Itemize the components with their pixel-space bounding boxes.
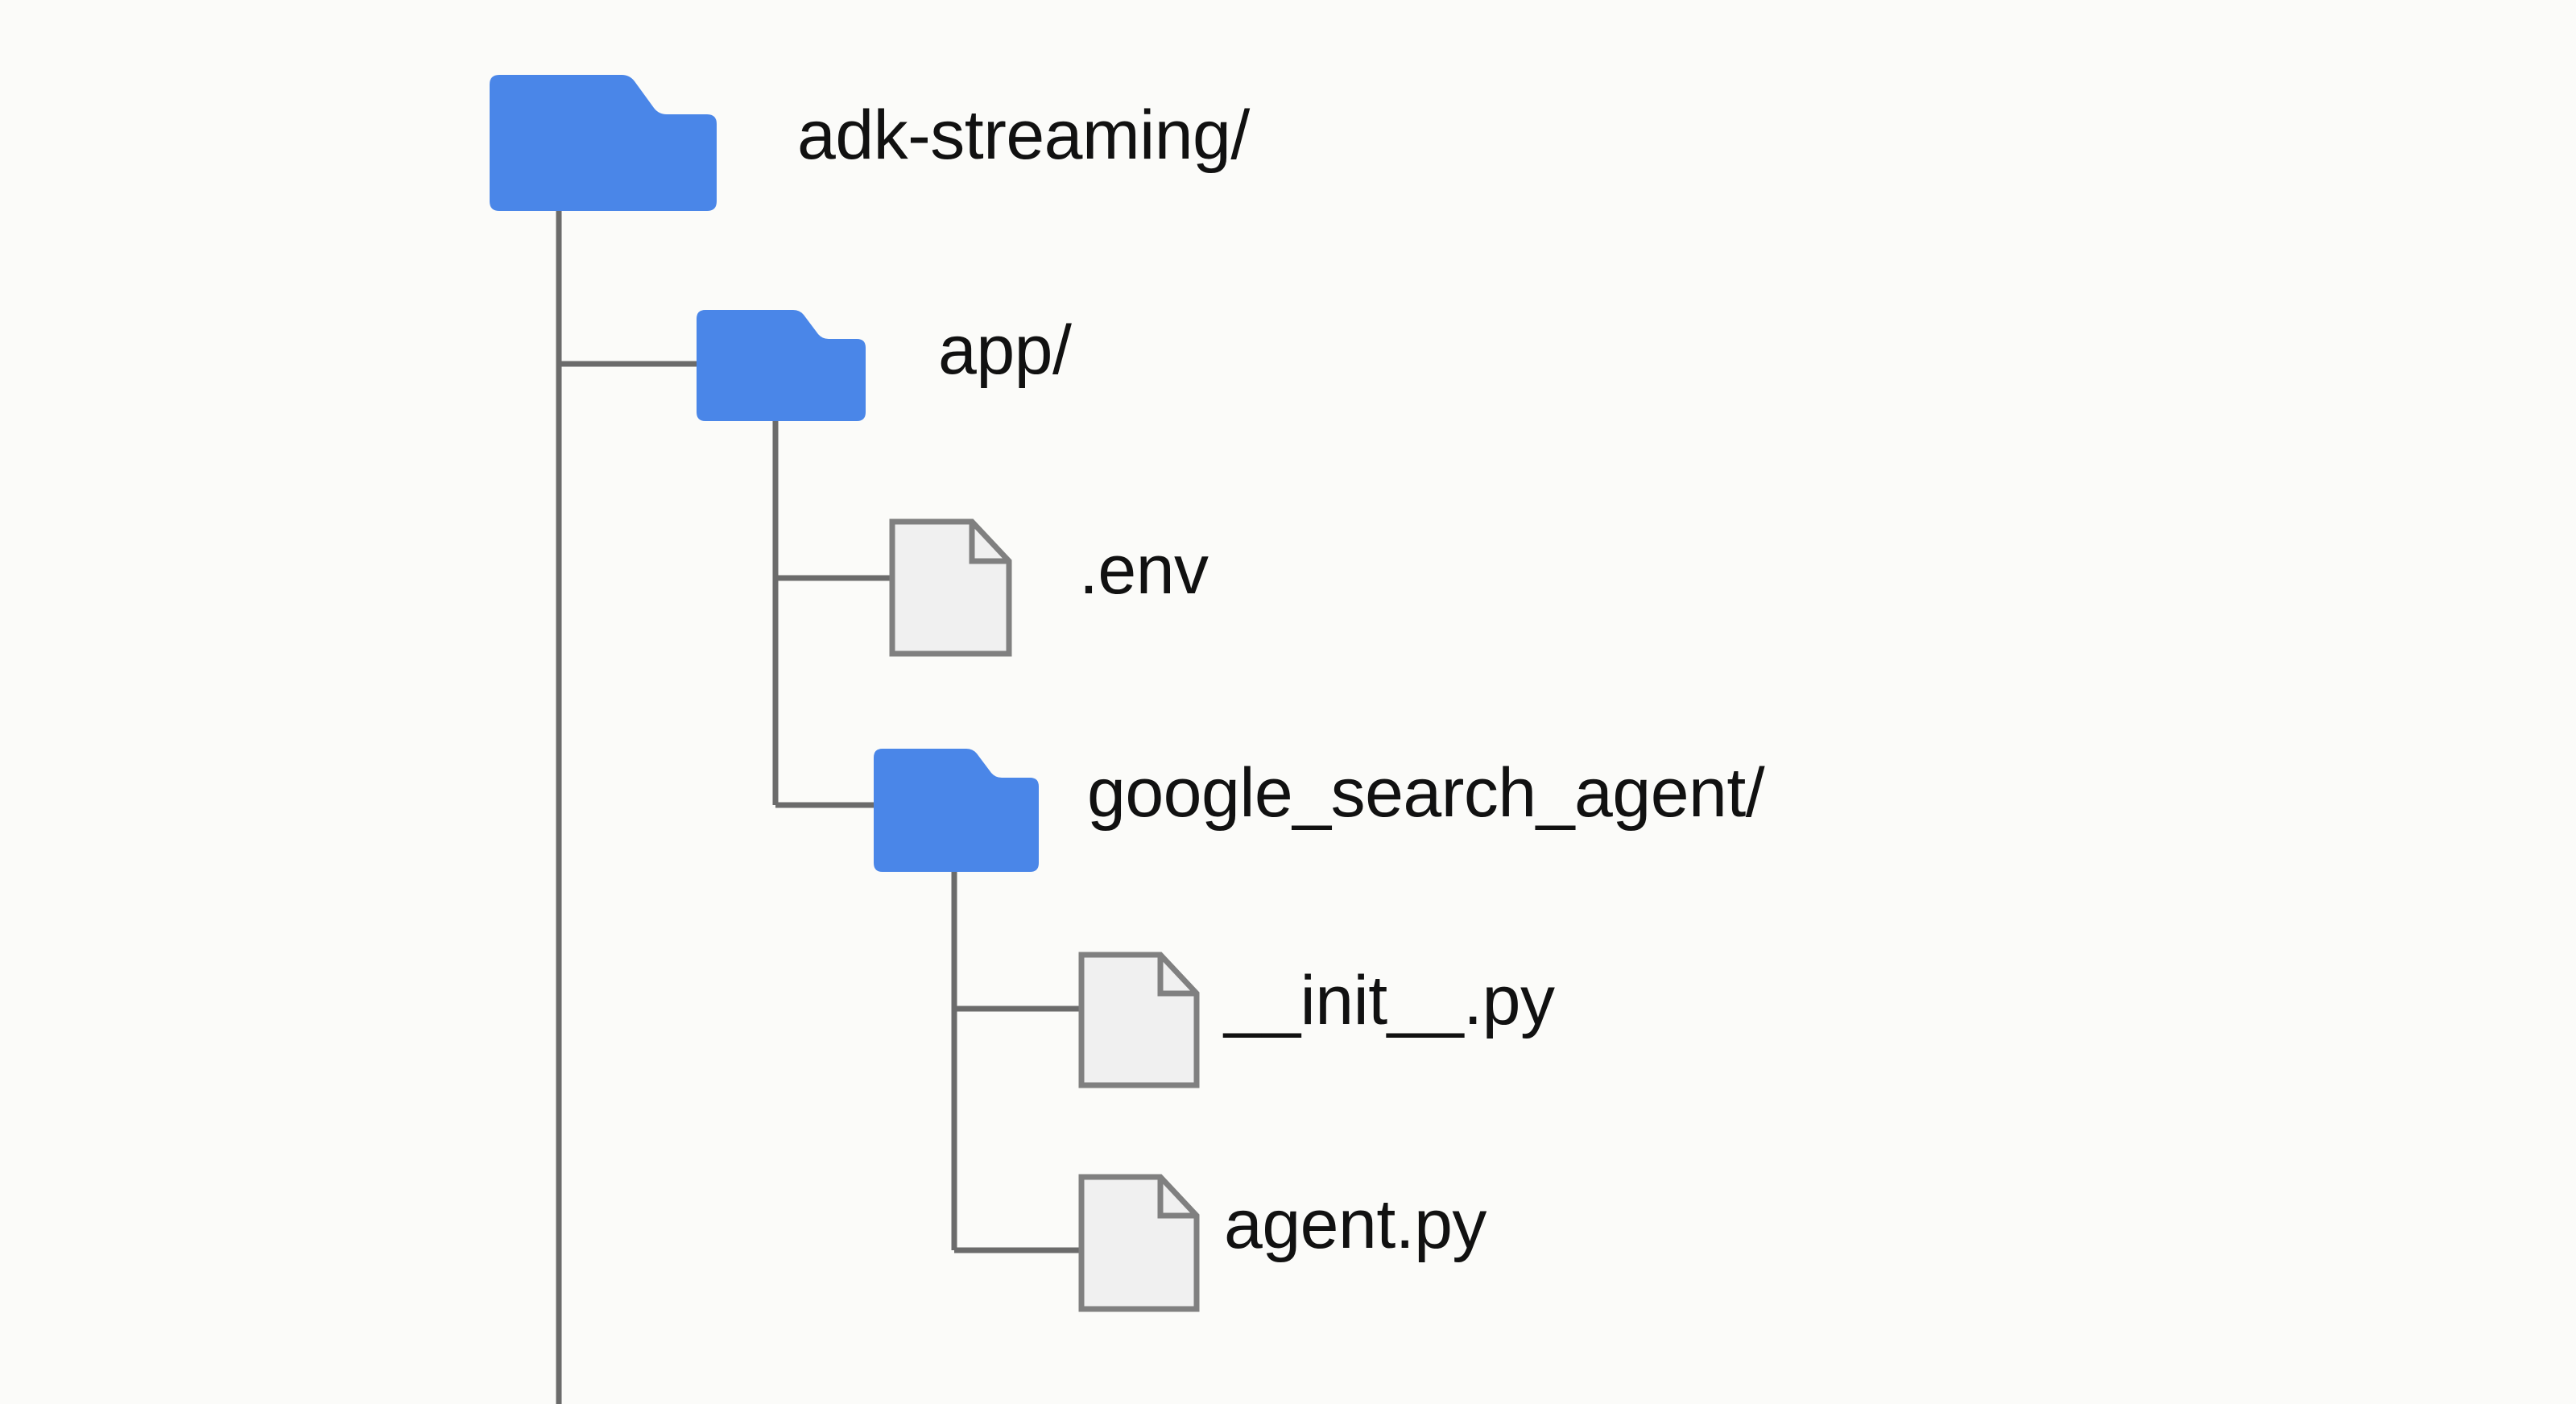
folder-icon[interactable] [697,310,866,421]
file-icon[interactable] [889,518,1012,657]
tree-node-label-app: app/ [938,312,1072,389]
connector-lines [556,211,1085,1404]
file-icon[interactable] [1078,952,1200,1088]
folder-icon[interactable] [874,749,1039,872]
tree-node-label-agent-py: agent.py [1224,1186,1486,1263]
tree-node-label-google-search-agent: google_search_agent/ [1087,754,1765,832]
file-icon[interactable] [1078,1174,1200,1312]
tree-node-label-root: adk-streaming/ [797,97,1250,174]
folder-icon[interactable] [490,75,717,211]
tree-node-label-init-py: __init__.py [1224,962,1555,1039]
tree-node-label-env: .env [1079,531,1209,609]
